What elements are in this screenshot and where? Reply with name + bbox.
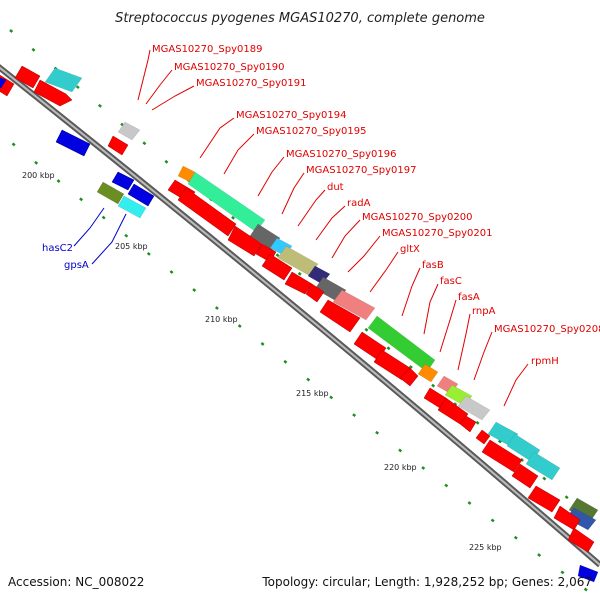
label-spy0190: MGAS10270_Spy0190	[174, 62, 284, 73]
label-spy0196: MGAS10270_Spy0196	[286, 149, 396, 160]
label-spy0189: MGAS10270_Spy0189	[152, 44, 262, 55]
label-gpsa: gpsA	[64, 260, 89, 271]
label-hasc2: hasC2	[42, 243, 73, 254]
accession-text: Accession: NC_008022	[8, 575, 144, 589]
tick-label-200: 200 kbp	[22, 171, 55, 180]
label-leaders-forward	[137, 49, 529, 407]
label-spy0194: MGAS10270_Spy0194	[236, 110, 346, 121]
gene-band-colored	[44, 67, 599, 531]
label-fasa: fasA	[458, 292, 480, 303]
label-fasc: fasC	[440, 276, 462, 287]
topology-text: Topology: circular; Length: 1,928,252 bp…	[261, 575, 592, 589]
label-fasb: fasB	[422, 260, 444, 271]
gene-labels-reverse: hasC2 gpsA	[42, 243, 89, 271]
tick-label-215: 215 kbp	[296, 389, 329, 398]
label-dut: dut	[327, 182, 344, 193]
label-spy0201: MGAS10270_Spy0201	[382, 228, 492, 239]
label-spy0208: MGAS10270_Spy0208	[494, 324, 600, 335]
label-spy0195: MGAS10270_Spy0195	[256, 126, 366, 137]
reverse-colored-genes	[96, 181, 599, 583]
map-title: Streptococcus pyogenes MGAS10270, comple…	[115, 11, 485, 26]
label-spy0200: MGAS10270_Spy0200	[362, 212, 472, 223]
tick-label-210: 210 kbp	[205, 315, 238, 324]
tick-label-220: 220 kbp	[384, 463, 417, 472]
forward-genes	[0, 65, 595, 553]
label-spy0197: MGAS10270_Spy0197	[306, 165, 416, 176]
tick-label-225: 225 kbp	[469, 543, 502, 552]
reverse-genes	[0, 77, 155, 207]
label-gltx: gltX	[400, 244, 420, 255]
backbone	[0, 64, 600, 568]
label-leaders-reverse	[73, 207, 127, 265]
gene-labels-forward: MGAS10270_Spy0189 MGAS10270_Spy0190 MGAS…	[152, 44, 600, 367]
label-spy0191: MGAS10270_Spy0191	[196, 78, 306, 89]
label-rada: radA	[347, 198, 371, 209]
label-rnpa: rnpA	[472, 306, 496, 317]
label-rpmh: rpmH	[531, 356, 559, 367]
tick-label-205: 205 kbp	[115, 242, 148, 251]
